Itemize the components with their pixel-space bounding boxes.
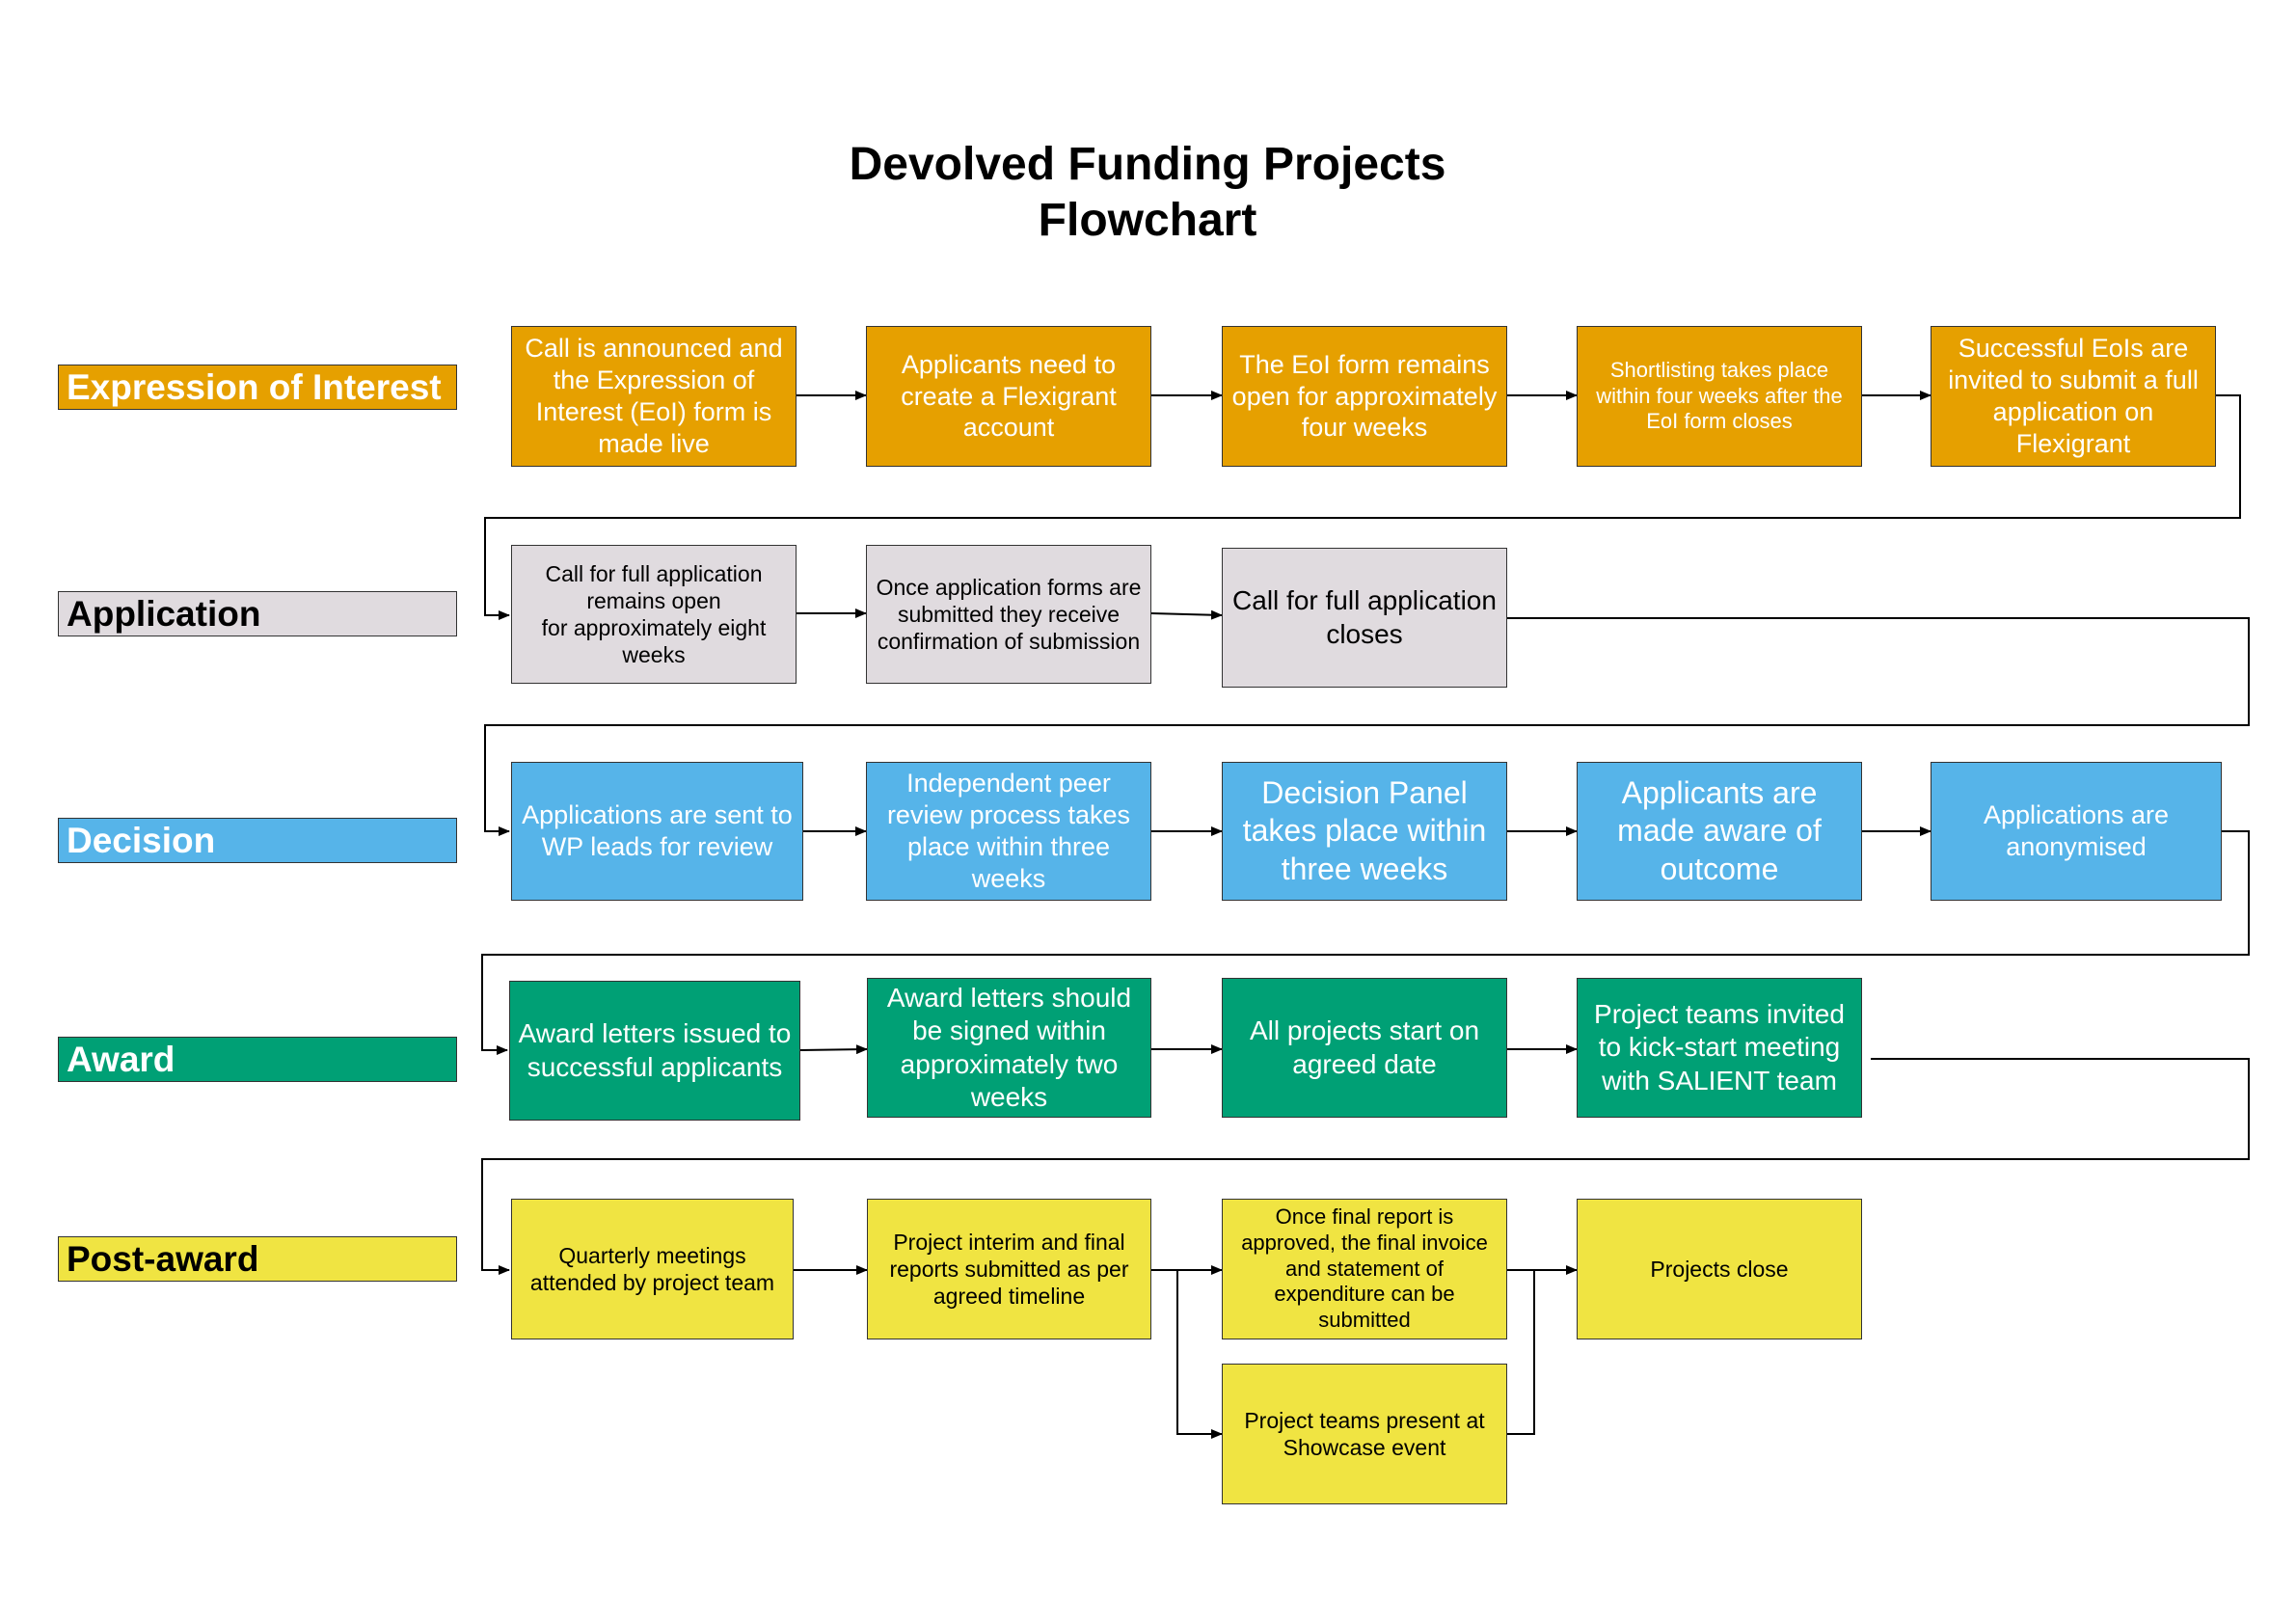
step-box-decision-3: Decision Panel takes place within three …	[1222, 762, 1507, 901]
step-box-application-1: Call for full application remains open f…	[511, 545, 797, 684]
stage-label-award: Award	[58, 1037, 457, 1082]
step-box-application-3: Call for full application closes	[1222, 548, 1507, 688]
page-title: Devolved Funding Projects Flowchart	[665, 137, 1630, 249]
stage-label-decision: Decision	[58, 818, 457, 863]
step-box-post-award-3: Once final report is approved, the final…	[1222, 1199, 1507, 1339]
arrow-awd-1-2	[799, 1044, 868, 1055]
step-box-award-1: Award letters issued to successful appli…	[509, 981, 800, 1121]
step-box-eoi-1: Call is announced and the Expression of …	[511, 326, 797, 467]
step-box-eoi-4: Shortlisting takes place within four wee…	[1577, 326, 1862, 467]
step-box-post-award-2: Project interim and final reports submit…	[867, 1199, 1151, 1339]
step-box-eoi-5: Successful EoIs are invited to submit a …	[1931, 326, 2216, 467]
step-box-award-2: Award letters should be signed within ap…	[867, 978, 1151, 1118]
arrow-application-to-decision	[484, 617, 2250, 836]
stage-label-application: Application	[58, 591, 457, 636]
step-box-post-award-1: Quarterly meetings attended by project t…	[511, 1199, 794, 1339]
page-title-line-1: Devolved Funding Projects	[849, 139, 1446, 190]
step-box-decision-4: Applicants are made aware of outcome	[1577, 762, 1862, 901]
step-box-application-2: Once application forms are submitted the…	[866, 545, 1151, 684]
line-showcase-to-close	[1507, 1270, 1535, 1435]
step-box-award-3: All projects start on agreed date	[1222, 978, 1507, 1118]
step-box-award-4: Project teams invited to kick-start meet…	[1577, 978, 1862, 1118]
step-box-eoi-2: Applicants need to create a Flexigrant a…	[866, 326, 1151, 467]
stage-label-expression-of-interest: Expression of Interest	[58, 365, 457, 410]
stage-label-post-award: Post-award	[58, 1236, 457, 1282]
step-box-decision-2: Independent peer review process takes pl…	[866, 762, 1151, 901]
page-title-line-2: Flowchart	[1038, 195, 1257, 246]
arrow-award-to-post-award	[481, 1058, 2250, 1275]
step-box-eoi-3: The EoI form remains open for approximat…	[1222, 326, 1507, 467]
arrow-decision-to-award	[481, 830, 2250, 1055]
step-box-post-award-4: Project teams present at Showcase event	[1222, 1364, 1507, 1504]
step-box-decision-5: Applications are anonymised	[1931, 762, 2222, 901]
arrow-post-2-to-showcase	[1176, 1270, 1223, 1439]
step-box-post-award-5: Projects close	[1577, 1199, 1862, 1339]
arrow-eoi-to-application	[484, 394, 2241, 620]
arrow-app-2-3	[1150, 609, 1223, 620]
step-box-decision-1: Applications are sent to WP leads for re…	[511, 762, 803, 901]
